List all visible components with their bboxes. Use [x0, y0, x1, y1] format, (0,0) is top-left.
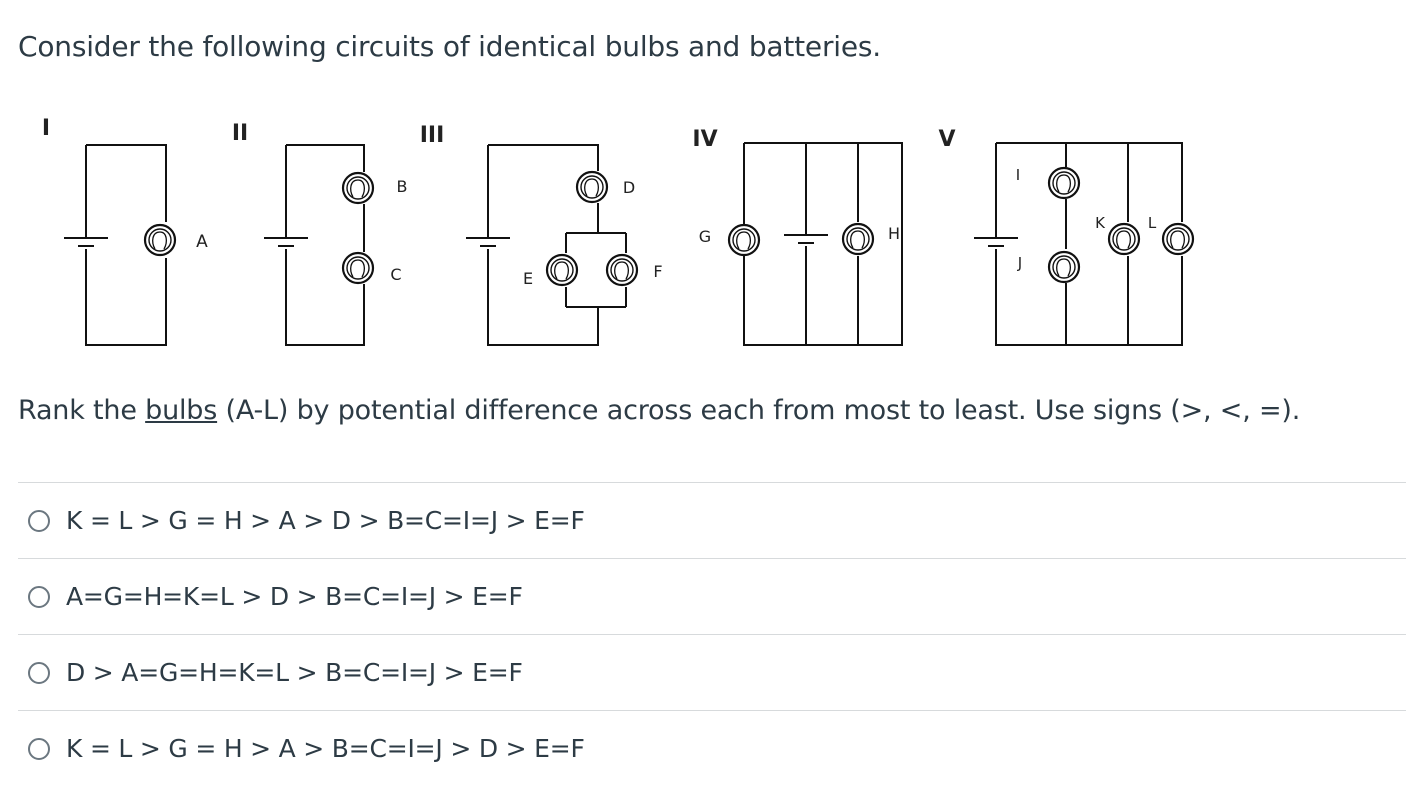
- bulb-icon: [1047, 250, 1081, 284]
- answer-label: D > A=G=H=K=L > B=C=I=J > E=F: [66, 658, 523, 687]
- answer-option-3[interactable]: D > A=G=H=K=L > B=C=I=J > E=F: [18, 634, 1406, 710]
- bulb-label: C: [390, 265, 401, 284]
- answer-label: K = L > G = H > A > D > B=C=I=J > E=F: [66, 506, 585, 535]
- bulb-icon: [727, 223, 761, 257]
- battery-icon: [263, 237, 309, 247]
- bulb-label: D: [623, 178, 635, 197]
- bulb-label: F: [653, 262, 662, 281]
- bulb-icon: [1161, 222, 1195, 256]
- battery-icon: [783, 234, 829, 244]
- bulb-icon: [841, 222, 875, 256]
- bulb-label: K: [1095, 214, 1106, 232]
- radio-button[interactable]: [28, 661, 50, 684]
- bulb-label: L: [1148, 214, 1157, 232]
- radio-button[interactable]: [28, 585, 50, 608]
- circuit-label: III: [420, 123, 445, 148]
- answer-option-4[interactable]: K = L > G = H > A > B=C=I=J > D > E=F: [18, 710, 1406, 786]
- answer-label: A=G=H=K=L > D > B=C=I=J > E=F: [66, 582, 523, 611]
- battery-icon: [63, 237, 109, 247]
- question-underlined-word: bulbs: [145, 395, 218, 426]
- answer-option-1[interactable]: K = L > G = H > A > D > B=C=I=J > E=F: [18, 482, 1406, 558]
- answer-label: K = L > G = H > A > B=C=I=J > D > E=F: [66, 734, 585, 763]
- bulb-icon: [575, 170, 609, 204]
- bulb-label: A: [196, 232, 208, 252]
- battery-icon: [973, 237, 1019, 247]
- radio-button[interactable]: [28, 737, 50, 760]
- question-text: Rank the bulbs (A-L) by potential differ…: [18, 392, 1300, 430]
- question-text-end: (A-L) by potential difference across eac…: [217, 395, 1301, 426]
- circuit-label: I: [42, 116, 50, 141]
- radio-button[interactable]: [28, 509, 50, 532]
- bulb-label: B: [397, 177, 408, 196]
- bulb-icon: [545, 253, 579, 287]
- circuit-label: II: [232, 121, 248, 146]
- bulb-label: I: [1016, 166, 1020, 184]
- bulb-icon: [341, 251, 375, 285]
- bulb-icon: [341, 171, 375, 205]
- bulb-label: E: [523, 269, 533, 288]
- circuit-label: V: [938, 127, 955, 152]
- answer-option-2[interactable]: A=G=H=K=L > D > B=C=I=J > E=F: [18, 558, 1406, 634]
- answer-list: K = L > G = H > A > D > B=C=I=J > E=F A=…: [18, 482, 1406, 786]
- bulb-label: G: [699, 227, 711, 246]
- bulb-label: H: [888, 224, 900, 243]
- circuit-label: IV: [692, 127, 717, 152]
- bulb-label: J: [1017, 254, 1022, 272]
- question-text-start: Rank the: [18, 395, 146, 426]
- circuits-figure: I II III IV V A B C D E F G H I J K L: [0, 100, 1408, 360]
- bulb-icon: [143, 223, 177, 257]
- bulb-icon: [1047, 166, 1081, 200]
- circuits-diagram: I II III IV V A B C D E F G H I J K L: [42, 116, 1195, 346]
- battery-icon: [465, 237, 511, 247]
- bulb-icon: [1107, 222, 1141, 256]
- prompt-text: Consider the following circuits of ident…: [18, 30, 881, 63]
- bulb-icon: [605, 253, 639, 287]
